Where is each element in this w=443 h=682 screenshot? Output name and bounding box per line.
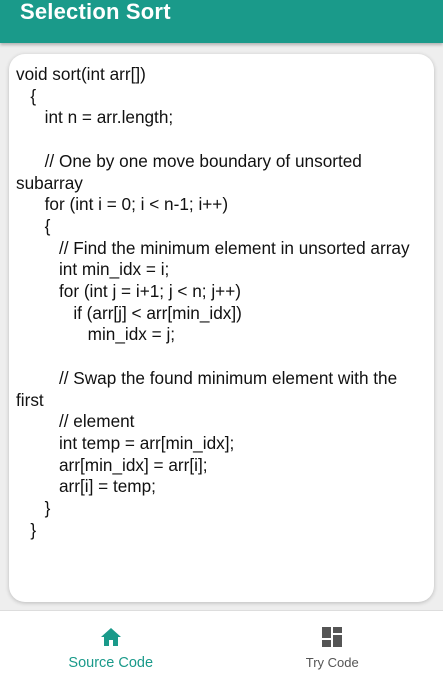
dashboard-icon: [320, 625, 344, 649]
nav-label-source-code: Source Code: [68, 655, 153, 671]
bottom-navigation: Source Code Try Code: [0, 610, 443, 682]
app-title: Selection Sort: [20, 1, 171, 23]
nav-item-try-code[interactable]: Try Code: [222, 611, 443, 682]
nav-item-source-code[interactable]: Source Code: [0, 611, 222, 682]
nav-label-try-code: Try Code: [306, 655, 359, 670]
home-icon: [99, 625, 123, 649]
code-card: void sort(int arr[]) { int n = arr.lengt…: [9, 54, 434, 602]
app-bar: Selection Sort: [0, 0, 443, 43]
code-block: void sort(int arr[]) { int n = arr.lengt…: [16, 64, 426, 541]
